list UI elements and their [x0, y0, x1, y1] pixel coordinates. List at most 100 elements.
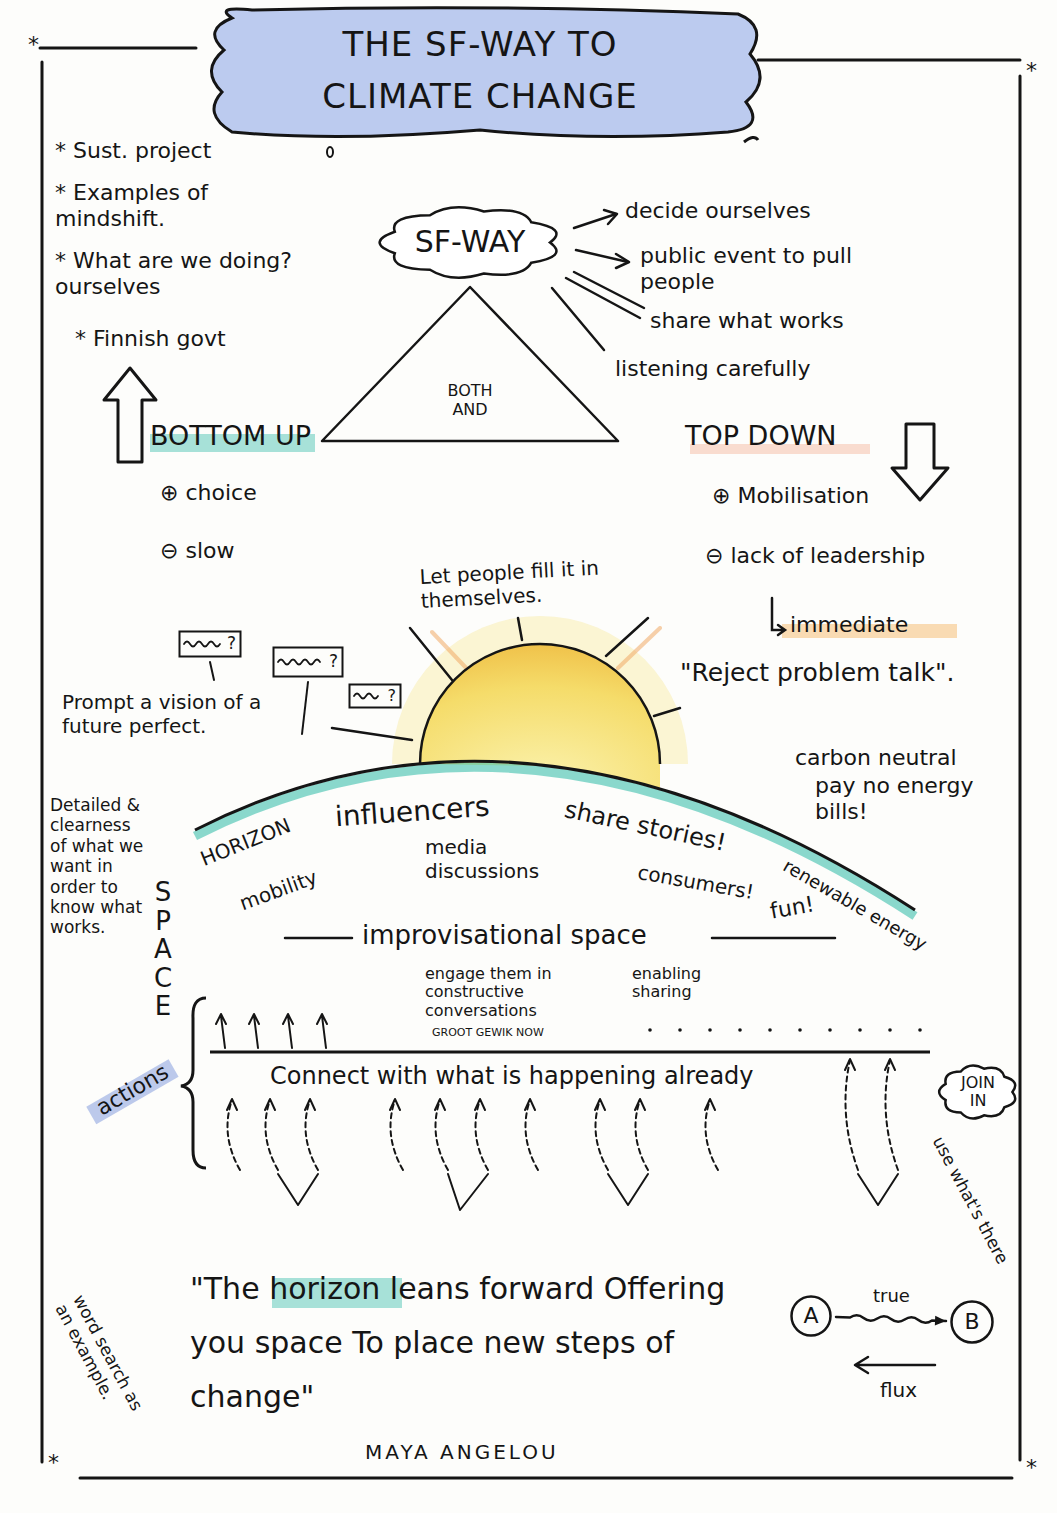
agenda-note: * Finnish govt	[75, 326, 226, 352]
arrow-head	[604, 210, 617, 224]
dot	[798, 1028, 802, 1032]
sun-ray	[410, 628, 452, 680]
sf-way-cloud: SF-WAY	[370, 200, 570, 285]
both-and-triangle: BOTH AND	[320, 285, 620, 443]
rising-arrows	[216, 1014, 327, 1048]
node-text-group: ?	[329, 652, 338, 672]
dashed-arrow	[228, 1060, 899, 1170]
node-text-group: BOTH AND	[435, 382, 505, 419]
horizon-word: consumers!	[636, 860, 756, 904]
dot	[828, 1028, 832, 1032]
space-heading: improvisational space	[362, 920, 647, 951]
scribble	[278, 660, 320, 665]
sun-ray	[518, 618, 522, 640]
now-line	[210, 1051, 930, 1054]
action-line-text: Connect with what is happening already	[268, 1062, 756, 1091]
banner-dot	[327, 147, 333, 157]
pro-con-note: ⊖ lack of leadership	[705, 543, 925, 569]
space-letters: SPACE	[150, 878, 176, 1021]
corner-star: *	[1026, 58, 1037, 84]
action-arrows	[227, 1059, 898, 1210]
horizon-word: media discussions	[425, 835, 575, 883]
node-text-group: B	[964, 1309, 979, 1334]
sun-outline	[420, 644, 660, 764]
sun-ray	[332, 728, 412, 740]
node-label: ?	[227, 634, 236, 654]
box-outline	[180, 632, 241, 657]
dot	[678, 1028, 682, 1032]
horizon-word: pay no energy bills!	[815, 773, 990, 826]
horizon-word: mobility	[236, 865, 320, 915]
corner-star: *	[28, 32, 39, 58]
small-arrow	[317, 1014, 327, 1048]
actions-bracket	[181, 998, 206, 1168]
colour-streak	[432, 632, 470, 672]
side-note: Detailed & clearness of what we want in …	[50, 795, 145, 938]
sf-way-option: public event to pull people	[640, 243, 870, 296]
point-b-circle: B	[950, 1300, 994, 1344]
top-down-arrow	[892, 424, 948, 500]
speech-box: ?	[178, 630, 242, 658]
horizon-word: fun!	[768, 891, 816, 925]
edge-connector	[836, 1315, 946, 1325]
node-text-group: SF-WAY	[415, 225, 525, 260]
node-text-group: ?	[388, 687, 397, 705]
vision-note: Prompt a vision of a future perfect.	[62, 690, 267, 738]
bottom-up-arrow	[104, 368, 156, 462]
scribble	[184, 642, 220, 647]
agenda-note: * Examples of mindshift.	[55, 180, 270, 233]
pointer-line	[574, 272, 644, 308]
wavy-line	[836, 1315, 946, 1323]
horizon-word: influencers	[334, 790, 491, 834]
action-note: engage them in constructive conversation…	[425, 965, 603, 1020]
frame-line	[80, 1477, 1012, 1480]
dot	[708, 1028, 712, 1032]
node-label: ?	[388, 687, 397, 705]
frame-line	[40, 47, 196, 50]
speech-box: ?	[348, 683, 402, 709]
pro-con-note: ⊕ Mobilisation	[712, 483, 869, 509]
speech-box: ?	[272, 646, 344, 678]
blue-highlight	[86, 1059, 178, 1124]
side-note: immediate	[790, 612, 908, 638]
node-outline	[320, 285, 620, 443]
side-note: word search as an example.	[51, 1291, 150, 1429]
sf-way-option: decide ourselves	[625, 198, 811, 224]
banner-curl	[744, 137, 758, 142]
merging-lines	[278, 1174, 898, 1210]
pointer-line	[566, 278, 640, 318]
dot	[918, 1028, 922, 1032]
join-in-cloud: JOIN IN	[935, 1060, 1021, 1124]
dot	[648, 1028, 652, 1032]
actions-label: actions	[92, 1059, 174, 1121]
edge-label: true	[871, 1285, 912, 1307]
node-label: ?	[329, 652, 338, 672]
frame-line	[41, 62, 44, 1462]
dot	[768, 1028, 772, 1032]
flipchart-title: THE SF-WAY TO CLIMATE CHANGE	[280, 18, 680, 122]
agenda-note: * What are we doing? ourselves	[55, 248, 350, 301]
horizon-word: carbon neutral	[795, 745, 957, 771]
scribble	[354, 694, 378, 699]
leader-line	[210, 662, 214, 680]
sf-way-option: listening carefully	[615, 356, 810, 382]
point-a-circle: A	[790, 1295, 832, 1337]
node-label: B	[964, 1309, 979, 1334]
box-outline	[274, 648, 343, 677]
small-arrow	[216, 1014, 226, 1048]
node-text-group: A	[803, 1303, 818, 1328]
triangle-outline	[322, 287, 618, 441]
action-note: enabling sharing	[632, 965, 737, 1002]
quote-author: MAYA ANGELOU	[365, 1440, 559, 1464]
flux-note: flux	[880, 1378, 917, 1402]
approach-heading: BOTTOM UP	[150, 420, 311, 452]
pro-con-note: ⊖ slow	[160, 538, 234, 564]
corner-star: *	[48, 1450, 59, 1476]
corner-star: *	[1026, 1455, 1037, 1481]
sf-way-pointers	[552, 210, 644, 350]
vision-note: Let people fill it in themselves.	[419, 551, 686, 613]
arrow-head	[935, 1316, 946, 1326]
title-banner	[211, 8, 760, 137]
frame-line	[758, 59, 1020, 62]
